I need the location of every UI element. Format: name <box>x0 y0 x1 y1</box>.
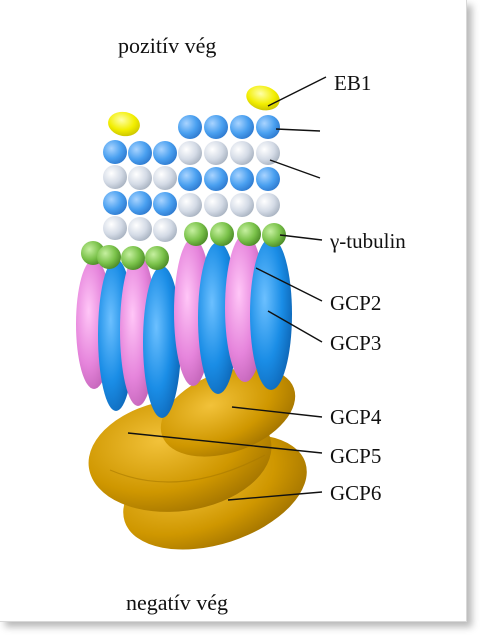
eb1-label: EB1 <box>334 71 371 95</box>
gamma-tubulin-label: γ-tubulin <box>329 229 406 253</box>
negative-end-label: negatív vég <box>126 590 228 615</box>
gcp2-label: GCP2 <box>330 291 381 315</box>
positive-end-label: pozitív vég <box>118 33 216 58</box>
gcp6-label: GCP6 <box>330 481 381 505</box>
gcp4-label: GCP4 <box>330 405 382 429</box>
gcp5-label: GCP5 <box>330 444 381 468</box>
gcp3-label: GCP3 <box>330 331 381 355</box>
